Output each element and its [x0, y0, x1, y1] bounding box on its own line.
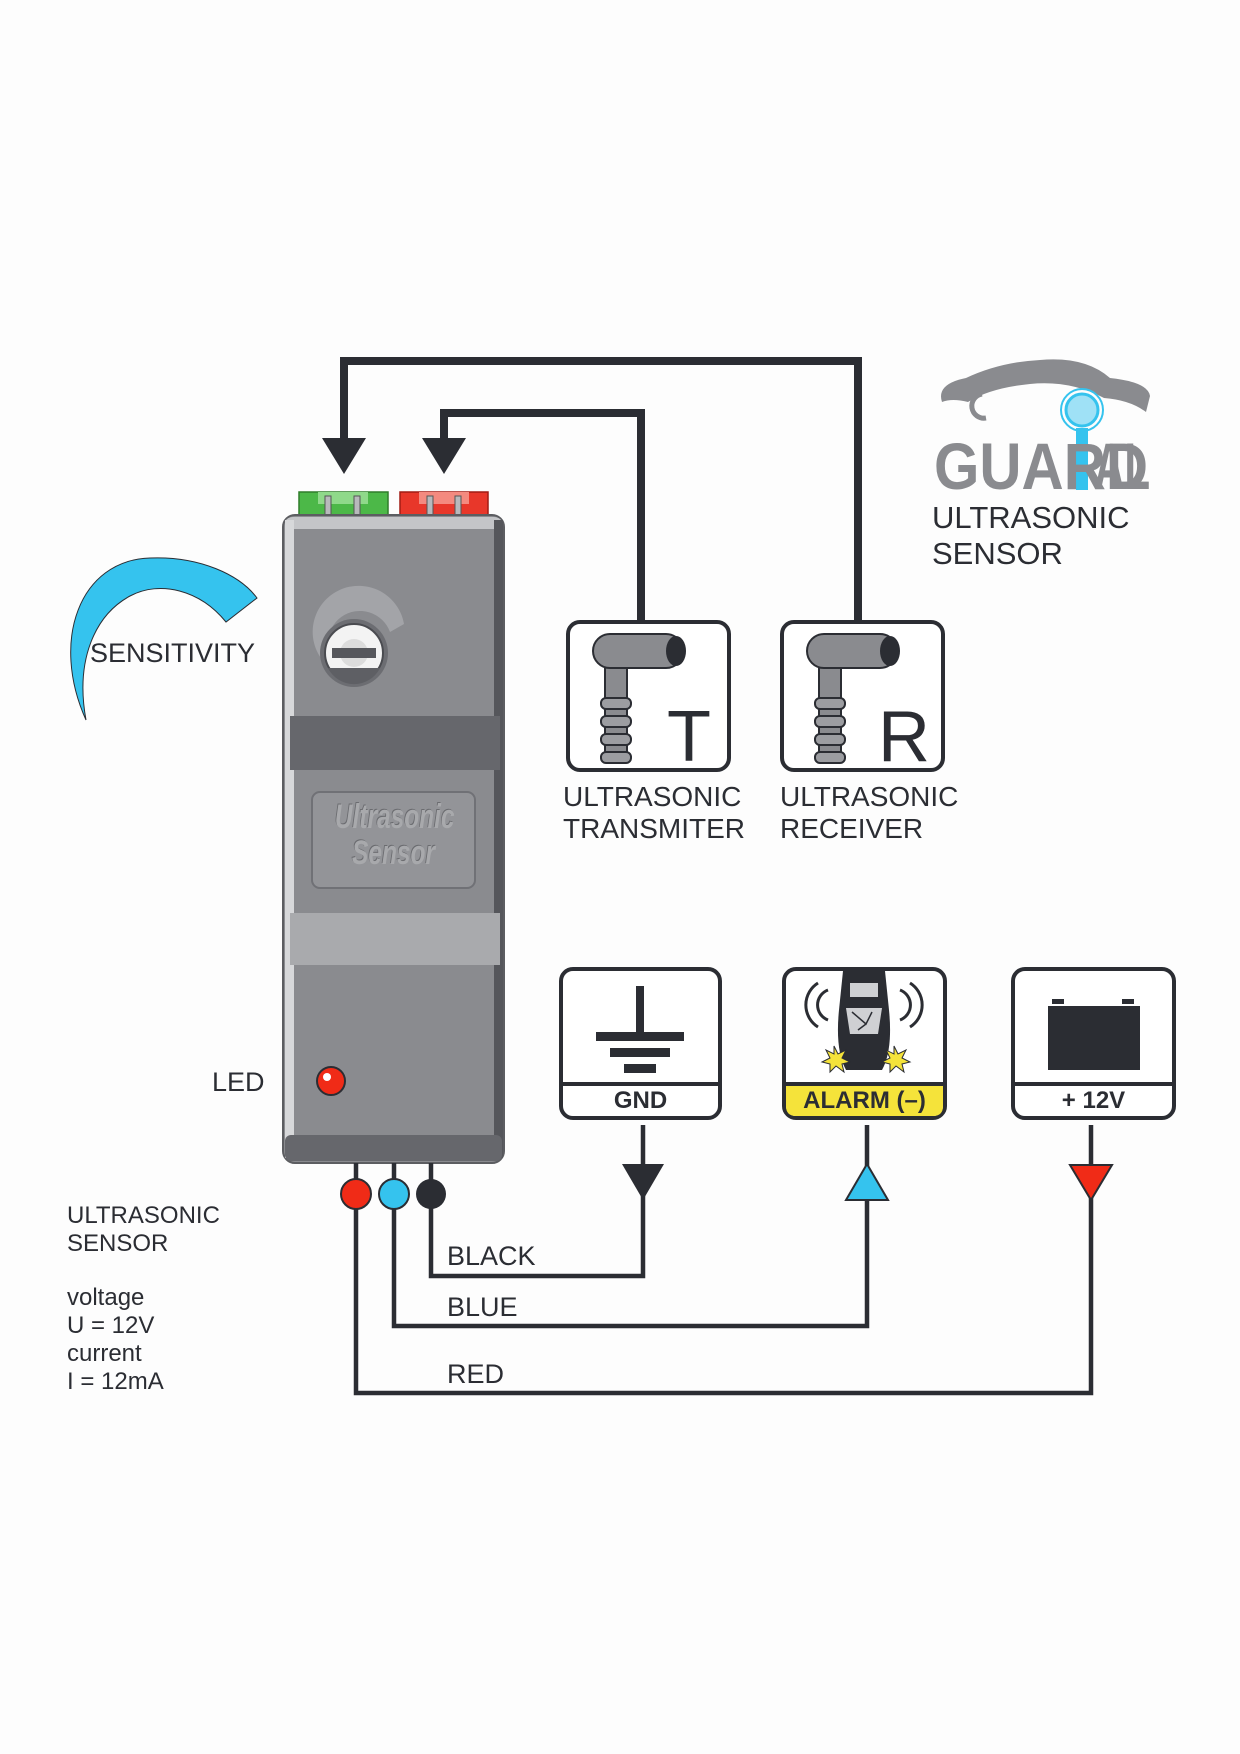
specs-voltage-label: voltage	[67, 1284, 145, 1312]
transmitter-label-line1: ULTRASONIC	[563, 781, 742, 812]
specs-block: ULTRASONIC SENSOR voltage U = 12V curren…	[67, 1202, 220, 1396]
transmitter-box	[566, 620, 731, 772]
receiver-box	[780, 620, 945, 772]
specs-title-line2: SENSOR	[67, 1230, 169, 1258]
transmitter-label: ULTRASONIC TRANSMITER	[563, 782, 745, 844]
car-alarm-icon	[804, 971, 924, 1074]
logo-subtitle-line1: ULTRASONIC	[932, 500, 1130, 535]
power-label: + 12V	[1061, 1087, 1126, 1114]
arrow-alarm-up	[844, 1162, 890, 1201]
wire-black	[428, 1125, 646, 1279]
wire-terminal-black	[416, 1179, 446, 1209]
transmitter-letter: T	[667, 697, 711, 777]
transmitter-label-line2: TRANSMITER	[563, 813, 745, 845]
wire-red-label: RED	[447, 1359, 505, 1389]
battery-icon	[1048, 999, 1140, 1070]
arrow-power-down	[1068, 1164, 1114, 1202]
svg-text:AL: AL	[1094, 429, 1150, 503]
car-silhouette-icon	[941, 359, 1150, 412]
specs-title-line1: ULTRASONIC	[67, 1202, 220, 1229]
guardial-logo: GUARD AL	[934, 359, 1150, 503]
receiver-label: ULTRASONIC RECEIVER	[780, 782, 958, 844]
outer-wire-receiver	[340, 357, 862, 622]
led-indicator	[316, 1066, 346, 1096]
wire-blue	[391, 1125, 870, 1329]
red-connector	[399, 491, 489, 519]
arrow-gnd-down	[622, 1164, 664, 1200]
transducer-icon	[592, 633, 686, 764]
receiver-label-line2: RECEIVER	[780, 813, 924, 845]
gnd-label: GND	[613, 1087, 668, 1114]
receiver-label-line1: ULTRASONIC	[780, 781, 959, 812]
sensitivity-label: SENSITIVITY	[90, 638, 256, 668]
wire-black-label: BLACK	[447, 1241, 536, 1271]
device-label: Ultrasonic Sensor	[312, 798, 475, 872]
wire-terminal-blue	[378, 1178, 410, 1210]
sensitivity-knob[interactable]	[312, 585, 404, 687]
led-label: LED	[212, 1067, 265, 1097]
specs-voltage-value: U = 12V	[67, 1312, 155, 1340]
inner-wire-transmitter	[440, 409, 645, 622]
device-label-line2: Sensor	[351, 833, 435, 872]
arrow-transmitter-connector	[422, 438, 466, 474]
power-box	[1011, 967, 1176, 1120]
ground-icon	[596, 986, 684, 1073]
sensitivity-arc-icon	[70, 557, 258, 721]
svg-text:GUARD: GUARD	[934, 429, 1148, 503]
alarm-label: ALARM (–)	[803, 1087, 926, 1114]
logo-subtitle: ULTRASONIC SENSOR	[932, 500, 1130, 571]
arrow-receiver-connector	[322, 438, 366, 474]
receiver-letter: R	[878, 697, 930, 777]
wire-terminal-red	[340, 1178, 372, 1210]
ultrasonic-wave-icon	[1064, 392, 1100, 428]
wire-blue-label: BLUE	[447, 1292, 518, 1322]
specs-current-label: current	[67, 1340, 142, 1368]
specs-current-value: I = 12mA	[67, 1368, 164, 1396]
logo-subtitle-line2: SENSOR	[932, 535, 1063, 571]
wire-red	[353, 1125, 1094, 1396]
alarm-box	[782, 967, 947, 1120]
device-label-line1: Ultrasonic	[334, 798, 455, 836]
gnd-box	[559, 967, 722, 1120]
transducer-icon	[806, 633, 900, 764]
